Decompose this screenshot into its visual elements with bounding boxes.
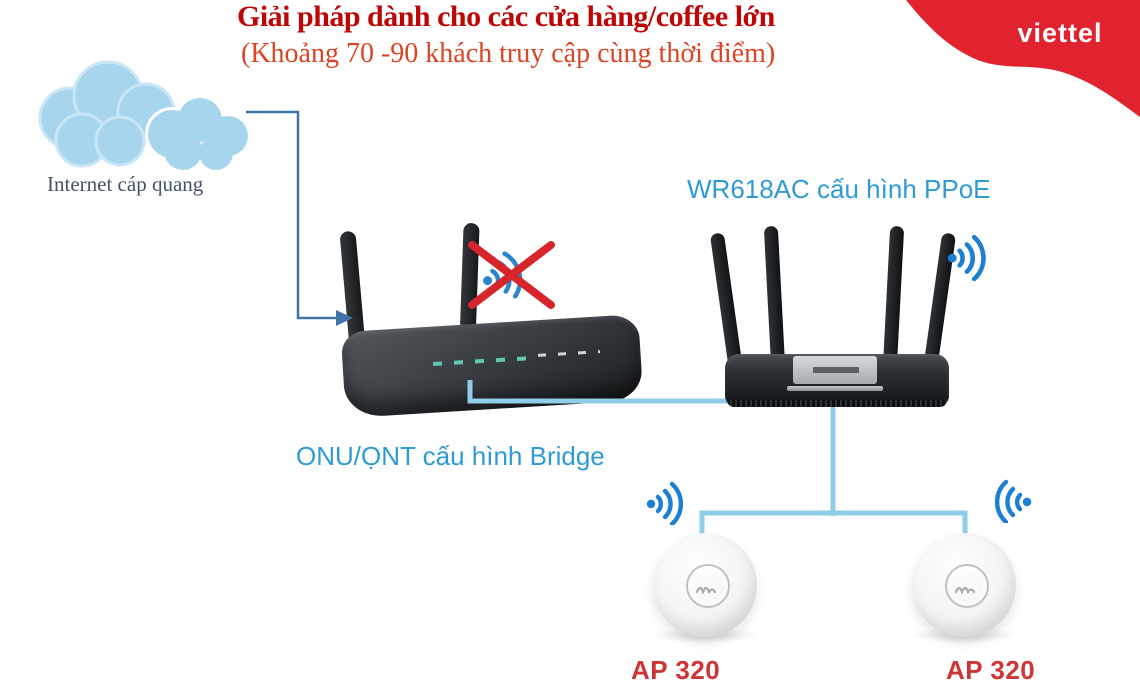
wifi-disabled-icon: [468, 241, 555, 309]
internet-cloud-icon: [38, 60, 251, 173]
viettel-logo-text: viettel: [1017, 18, 1103, 48]
ap-right-label: AP 320: [946, 655, 1036, 685]
wr618ac-top-plate: [793, 356, 877, 384]
wr618ac-antenna-3: [883, 225, 905, 365]
internet-label: Internet cáp quang: [47, 172, 204, 196]
ap-center-ring: [686, 564, 730, 608]
onu-label: ONU/ỌNT cấu hình Bridge: [296, 441, 605, 471]
wr618ac-label: WR618AC cấu hình PPoE: [687, 174, 991, 204]
page-title: Giải pháp dành cho các cửa hàng/coffee l…: [237, 0, 775, 33]
wr618ac-front-seam: [787, 386, 883, 391]
access-point-right: [905, 533, 1023, 644]
viettel-logo-swoosh: [906, 0, 1140, 117]
onu-router-body: [340, 313, 644, 419]
wr618ac-model-mark: [813, 367, 859, 373]
wr618ac-vents: [727, 400, 947, 407]
access-point-left: [646, 533, 764, 644]
wr618ac-router: [709, 218, 957, 410]
onu-antenna-left: [339, 230, 365, 342]
page-subtitle: (Khoảng 70 -90 khách truy cập cùng thời …: [241, 38, 776, 69]
wr618ac-antenna-1: [709, 232, 743, 371]
ap-brand-icon: [695, 586, 717, 594]
wr618ac-antenna-2: [763, 225, 785, 365]
wifi-signal-icon: [995, 479, 1032, 523]
ap-left-label: AP 320: [631, 655, 721, 685]
wifi-signal-icon: [947, 234, 986, 281]
ap-center-ring: [945, 564, 989, 608]
wifi-signal-icon: [646, 481, 683, 525]
ap-brand-icon: [954, 586, 976, 594]
